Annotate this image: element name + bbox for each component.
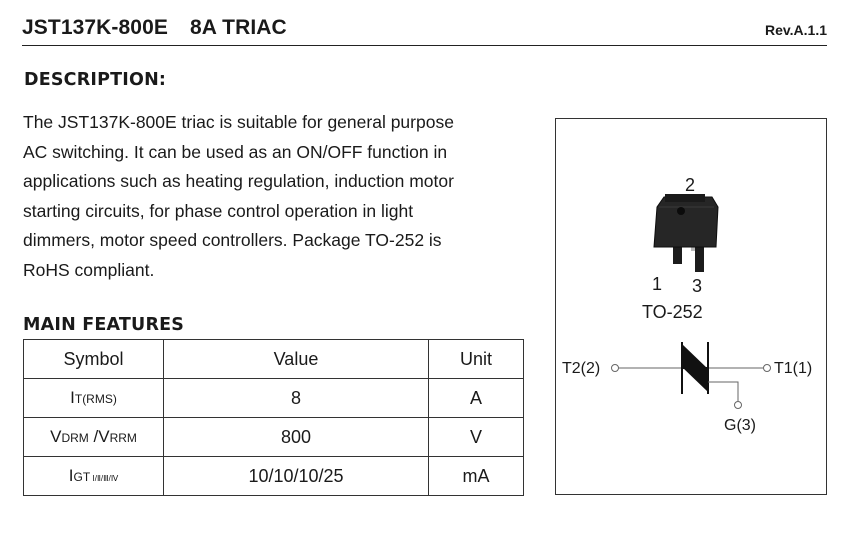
pin-2-label: 2 <box>685 175 696 195</box>
symbol-main: I <box>68 466 74 485</box>
symbol-cell: IT(RMS) <box>23 378 164 418</box>
package-name: TO-252 <box>642 302 703 322</box>
gate-label: G(3) <box>724 417 756 434</box>
package-tab <box>665 194 705 202</box>
symbol-cell: IGT Ⅰ/Ⅱ/Ⅲ/Ⅳ <box>23 456 164 496</box>
unit-cell: A <box>428 378 524 418</box>
pin-1-label: 1 <box>652 274 663 294</box>
table-row: VDRM /VRRM 800 V <box>23 417 524 457</box>
value-cell: 8 <box>163 378 429 418</box>
unit-cell: mA <box>428 456 524 496</box>
triac-upper-triangle <box>682 344 708 369</box>
t1-terminal <box>763 364 771 372</box>
symbol-cell: VDRM /VRRM <box>23 417 164 457</box>
revision-label: Rev.A.1.1 <box>765 22 827 38</box>
document-header: JST137K-800E 8A TRIAC Rev.A.1.1 <box>22 14 827 46</box>
main-features-table: Symbol Value Unit IT(RMS) 8 A VDRM /VRRM… <box>23 339 524 496</box>
symbol-subscript: GT <box>73 470 91 484</box>
description-paragraph: The JST137K-800E triac is suitable for g… <box>23 108 533 286</box>
column-header-unit: Unit <box>428 339 524 379</box>
device-type: 8A TRIAC <box>189 16 287 39</box>
document-title: JST137K-800E 8A TRIAC <box>22 16 287 40</box>
t2-label: T2(2) <box>562 360 601 377</box>
column-header-value: Value <box>163 339 429 379</box>
symbol-main: V <box>50 427 62 446</box>
to252-package-icon <box>653 194 719 272</box>
quadrant-subscript: Ⅰ/Ⅱ/Ⅲ/Ⅳ <box>90 474 119 483</box>
symbol-main: V <box>98 427 110 446</box>
pin-1-lead <box>673 247 682 264</box>
main-features-heading: MAIN FEATURES <box>23 315 185 335</box>
description-line: dimmers, motor speed controllers. Packag… <box>23 230 442 251</box>
triac-lower-triangle <box>682 367 708 392</box>
symbol-subscript: DRM <box>61 431 89 445</box>
description-line: AC switching. It can be used as an ON/OF… <box>23 141 448 162</box>
description-line: The JST137K-800E triac is suitable for g… <box>23 112 454 132</box>
pin-1-mark <box>677 207 685 215</box>
symbol-subscript: T(RMS) <box>74 392 117 406</box>
column-header-symbol: Symbol <box>23 339 164 379</box>
pin-3-label: 3 <box>692 276 703 296</box>
gate-terminal <box>734 401 742 409</box>
package-figure: 2 1 3 TO-252 T2(2) T1(1) G(3) <box>555 118 827 495</box>
unit-cell: V <box>428 417 524 457</box>
gate-wire <box>708 381 739 401</box>
part-number: JST137K-800E <box>22 16 168 39</box>
package-body <box>653 196 719 248</box>
table-row: IGT Ⅰ/Ⅱ/Ⅲ/Ⅳ 10/10/10/25 mA <box>23 456 524 496</box>
table-header-row: Symbol Value Unit <box>23 339 524 379</box>
table-row: IT(RMS) 8 A <box>23 378 524 418</box>
description-heading: DESCRIPTION: <box>24 70 167 90</box>
triac-symbol-icon <box>611 342 771 409</box>
value-cell: 10/10/10/25 <box>163 456 429 496</box>
value-cell: 800 <box>163 417 429 457</box>
t1-label: T1(1) <box>774 360 813 377</box>
symbol-subscript: RRM <box>109 431 137 445</box>
t2-terminal <box>611 364 619 372</box>
pin-3-lead <box>695 247 704 272</box>
symbol-separator: / <box>88 427 99 446</box>
description-line: starting circuits, for phase control ope… <box>23 200 414 221</box>
description-line: applications such as heating regulation,… <box>23 171 454 192</box>
symbol-main: I <box>70 388 75 407</box>
package-drawing <box>611 194 771 409</box>
description-line: RoHS compliant. <box>23 259 155 280</box>
